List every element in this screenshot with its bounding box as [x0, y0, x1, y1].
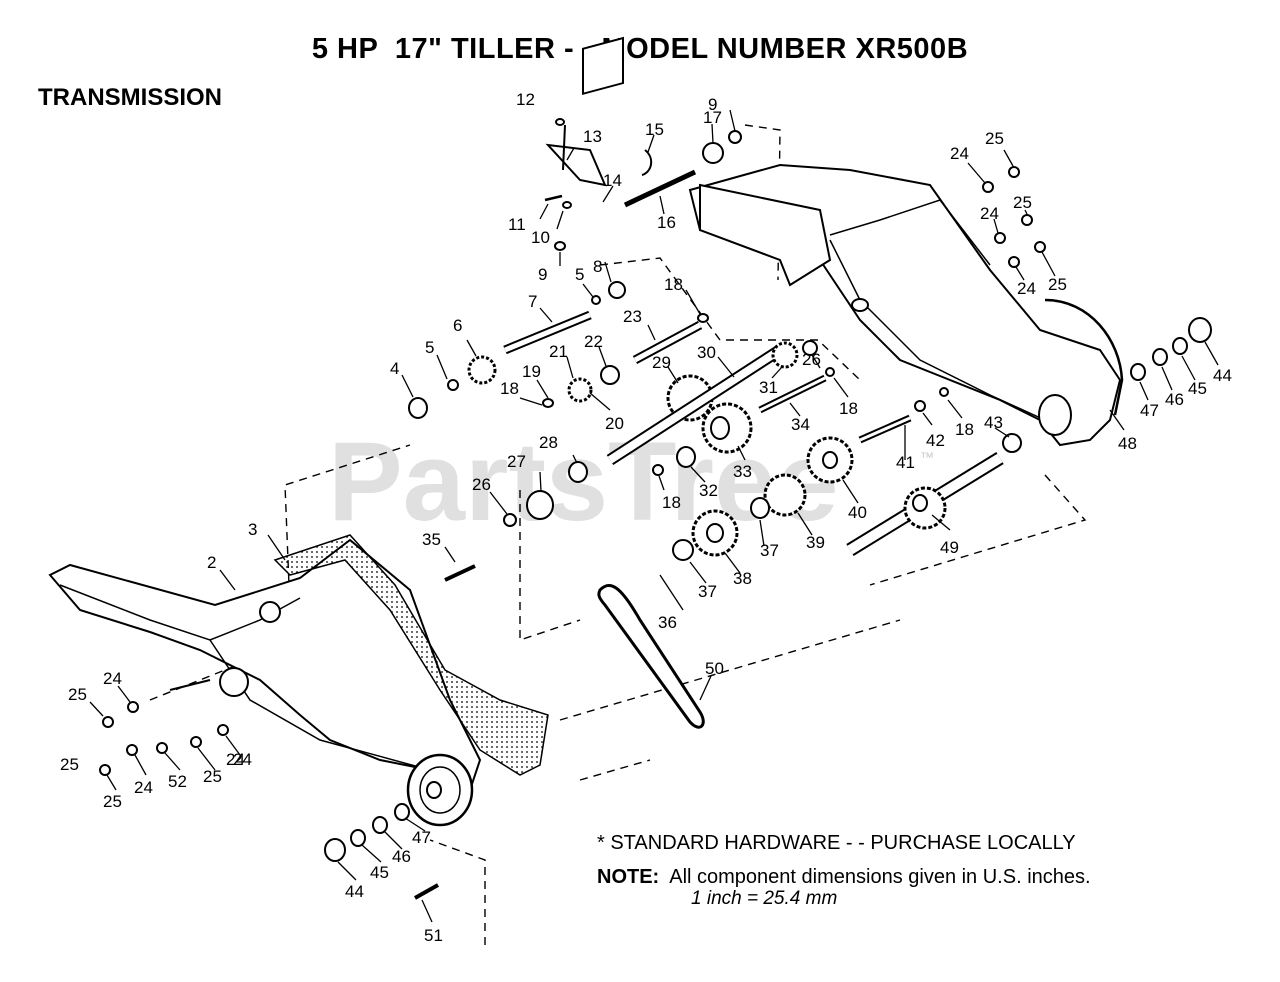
callout-47: 47 [1140, 401, 1159, 420]
note-label: NOTE: [597, 866, 660, 888]
callout-2: 2 [207, 553, 216, 572]
shift-mechanism-parts [544, 36, 832, 287]
callout-49: 49 [940, 538, 959, 557]
callout-12: 12 [516, 90, 535, 109]
callout-3: 3 [248, 520, 257, 539]
gasket [273, 534, 549, 776]
callout-33: 33 [733, 462, 752, 481]
callout-24-l1: 24 [103, 669, 122, 688]
callout-19: 19 [522, 362, 541, 381]
callout-9: 9 [708, 95, 717, 114]
callout-24-r2: 24 [980, 204, 999, 223]
callout-17: 17 [703, 108, 722, 127]
leader-lines [89, 109, 1219, 923]
callout-6: 6 [453, 316, 462, 335]
drive-belt [597, 584, 705, 729]
callout-36: 36 [658, 613, 677, 632]
callout-8: 8 [593, 257, 602, 276]
callout-52: 52 [168, 772, 187, 791]
callout-25-l2: 25 [103, 792, 122, 811]
callout-44b: 44 [345, 882, 364, 901]
watermark-trademark: ™ [920, 449, 934, 465]
callout-46: 46 [1165, 390, 1184, 409]
callout-27: 27 [507, 452, 526, 471]
callout-14: 14 [603, 171, 622, 190]
left-housing-half [48, 538, 482, 792]
callout-28: 28 [539, 433, 558, 452]
callout-24-l3: 24 [233, 750, 252, 769]
assembly-guide-lines [149, 124, 1087, 945]
callout-51: 51 [424, 926, 443, 945]
callout-35: 35 [422, 530, 441, 549]
callout-31: 31 [759, 378, 778, 397]
callout-44: 44 [1213, 366, 1232, 385]
shafts-and-gears [408, 281, 1022, 582]
left-side-hardware [99, 701, 439, 900]
callout-24-l2: 24 [134, 778, 153, 797]
callout-37b: 37 [760, 541, 779, 560]
callout-24-r1: 24 [950, 144, 969, 163]
callout-30: 30 [697, 343, 716, 362]
callout-45b: 45 [370, 863, 389, 882]
callout-48: 48 [1118, 434, 1137, 453]
callout-22: 22 [584, 332, 603, 351]
callout-18e: 18 [955, 420, 974, 439]
callout-5: 5 [575, 265, 584, 284]
callout-18: 18 [664, 275, 683, 294]
callout-18d: 18 [662, 493, 681, 512]
standard-hardware-note: * STANDARD HARDWARE - - PURCHASE LOCALLY [597, 832, 1076, 854]
callout-10: 10 [531, 228, 550, 247]
callout-26: 26 [802, 350, 821, 369]
callout-21: 21 [549, 342, 568, 361]
callout-24-l4: 24 [226, 750, 245, 769]
callout-16: 16 [657, 213, 676, 232]
note-text: All component dimensions given in U.S. i… [669, 866, 1091, 888]
callout-25-l1: 25 [68, 685, 87, 704]
callout-25-l3: 25 [203, 767, 222, 786]
callout-29: 29 [652, 353, 671, 372]
callout-50: 50 [705, 659, 724, 678]
callout-25-r2: 25 [1013, 193, 1032, 212]
callout-43: 43 [984, 413, 1003, 432]
callout-34: 34 [791, 415, 810, 434]
callout-18c: 18 [839, 399, 858, 418]
left-pulley [406, 753, 474, 827]
callout-45: 45 [1188, 379, 1207, 398]
watermark: PartsTree [328, 419, 839, 544]
callout-11: 11 [508, 215, 526, 234]
section-title: TRANSMISSION [38, 84, 223, 111]
callout-13: 13 [583, 127, 602, 146]
callout-41: 41 [896, 453, 915, 472]
callout-5b: 5 [425, 338, 434, 357]
callout-25-l4: 25 [60, 755, 79, 774]
unit-conversion-note: 1 inch = 25.4 mm [691, 888, 838, 909]
callout-7: 7 [528, 292, 537, 311]
callout-18b: 18 [500, 379, 519, 398]
callout-23: 23 [623, 307, 642, 326]
callout-26b: 26 [472, 475, 491, 494]
callout-42: 42 [926, 431, 945, 450]
callout-38: 38 [733, 569, 752, 588]
callout-25-r3: 25 [1048, 275, 1067, 294]
callout-46b: 46 [392, 847, 411, 866]
callout-39: 39 [806, 533, 825, 552]
callout-47b: 47 [412, 828, 431, 847]
callout-24-r3: 24 [1017, 279, 1036, 298]
callout-37: 37 [698, 582, 717, 601]
part-callouts: 12 13 15 17 9 14 11 10 16 9 8 5 7 18 23 … [60, 90, 1232, 945]
callout-25-r1: 25 [985, 129, 1004, 148]
right-side-hardware [982, 166, 1212, 381]
dimension-note: NOTE: All component dimensions given in … [597, 866, 1091, 889]
callout-20: 20 [605, 414, 624, 433]
callout-4: 4 [390, 359, 399, 378]
callout-9b: 9 [538, 265, 547, 284]
callout-40: 40 [848, 503, 867, 522]
callout-32: 32 [699, 481, 718, 500]
callout-15: 15 [645, 120, 664, 139]
